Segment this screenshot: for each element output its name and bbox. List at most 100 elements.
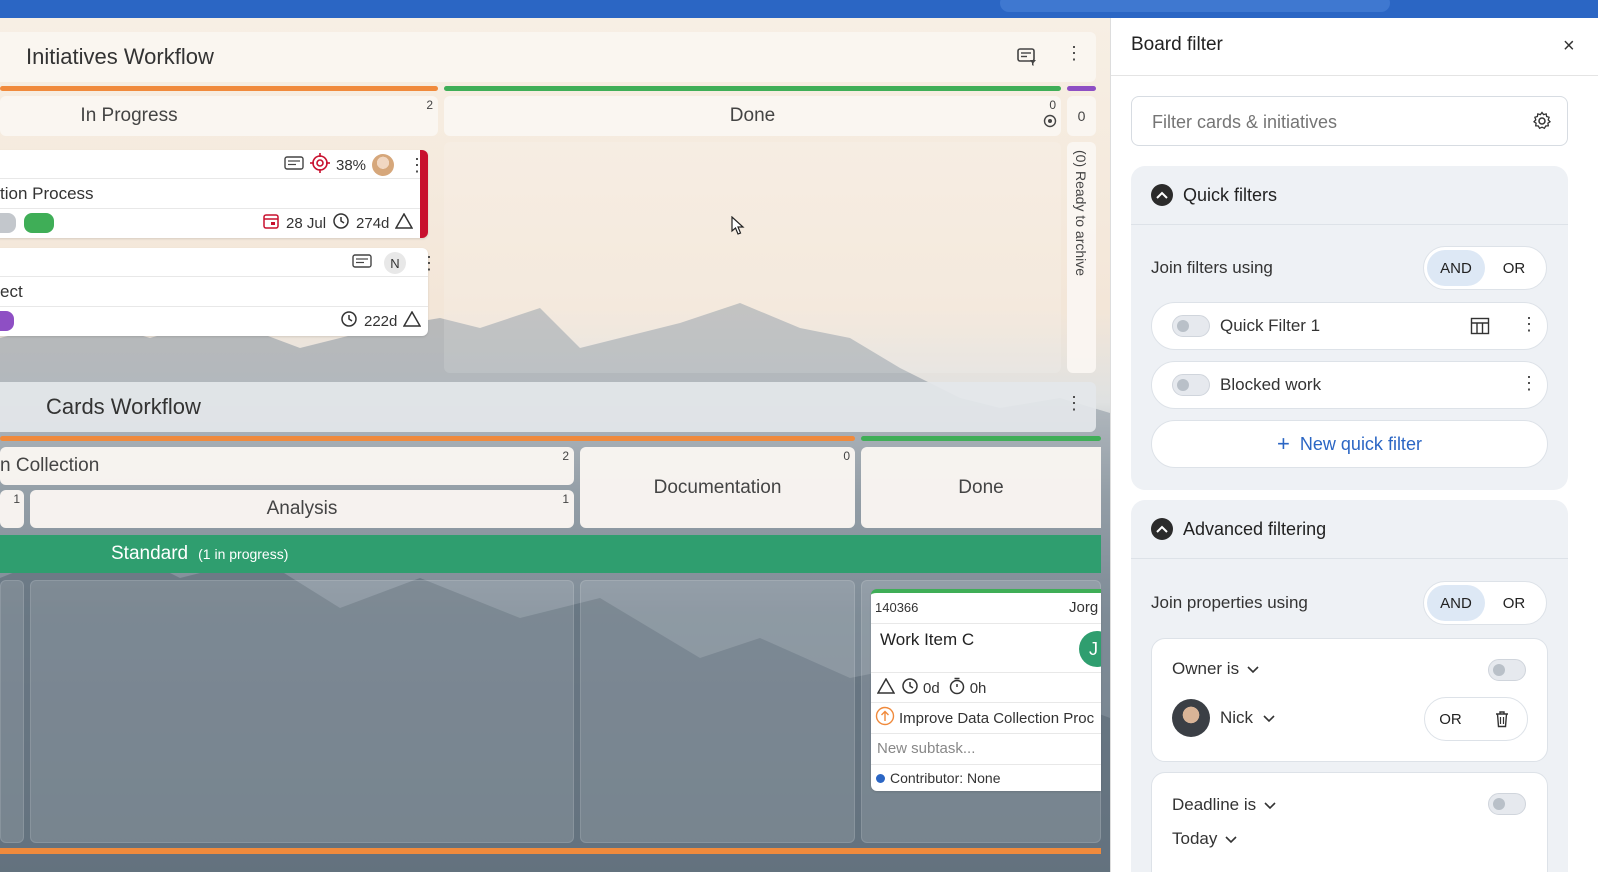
join-properties-toggle[interactable]: AND OR: [1423, 581, 1547, 625]
initiative-card[interactable]: 38% ⋮ tion Process 28 Jul 274d: [0, 150, 428, 238]
archive-label: (0) Ready to archive: [1073, 150, 1089, 277]
quick-filter-item[interactable]: Quick Filter 1 ⋮: [1151, 302, 1548, 350]
deadline-value-select[interactable]: Today: [1172, 829, 1237, 849]
column-count: 1: [562, 492, 569, 506]
owner-value-select[interactable]: Nick: [1172, 699, 1275, 737]
panel-title: Board filter: [1131, 34, 1223, 55]
quick-filter-name: Blocked work: [1220, 375, 1322, 394]
card-title: Work Item C: [880, 630, 975, 649]
new-subtask-input[interactable]: New subtask...: [877, 740, 976, 757]
filter-toggle-icon[interactable]: [1016, 46, 1038, 73]
card-age: 274d: [356, 214, 390, 232]
avatar[interactable]: [372, 154, 395, 176]
board-filter-panel: Board filter × Quick filters Join filter…: [1110, 18, 1598, 872]
subcolumn-first[interactable]: 1: [0, 490, 24, 528]
subcolumn-analysis[interactable]: Analysis 1: [30, 490, 574, 528]
table-view-icon[interactable]: [1470, 316, 1490, 341]
card-title: ect: [0, 282, 23, 301]
card-title: tion Process: [0, 184, 94, 203]
chevron-down-icon: [1263, 708, 1275, 728]
progress-value: 38%: [336, 156, 367, 174]
owner-filter-box: Owner is Nick OR: [1151, 638, 1548, 762]
deadline-filter-toggle[interactable]: [1488, 793, 1526, 815]
deadline-property-select[interactable]: Deadline is: [1172, 795, 1276, 815]
owner-value: Nick: [1220, 708, 1254, 727]
quick-filters-header[interactable]: Quick filters: [1151, 184, 1277, 206]
archive-icon[interactable]: [1043, 112, 1057, 134]
column-in-progress[interactable]: In Progress 2: [0, 96, 438, 136]
advanced-filtering-section: Advanced filtering Join properties using…: [1131, 500, 1568, 872]
column-done[interactable]: Done: [861, 447, 1101, 528]
avatar[interactable]: N: [384, 252, 406, 274]
settings-gear-icon[interactable]: [1532, 111, 1552, 136]
collection-stripe: [0, 436, 855, 441]
close-icon[interactable]: ×: [1563, 35, 1575, 57]
quick-filter-menu-icon[interactable]: ⋮: [1520, 373, 1538, 393]
clock-icon: [901, 677, 919, 699]
column-title: 0: [1077, 108, 1086, 124]
and-option[interactable]: AND: [1427, 585, 1485, 621]
card-menu-icon[interactable]: ⋮: [408, 155, 427, 175]
chevron-up-icon[interactable]: [1151, 184, 1173, 206]
join-properties-label: Join properties using: [1151, 593, 1308, 612]
mountain-background: [0, 303, 1110, 872]
mouse-cursor-icon: [731, 216, 745, 235]
bottom-stripe: [0, 848, 1101, 854]
parent-initiative[interactable]: Improve Data Collection Proc: [899, 709, 1095, 727]
column-archive[interactable]: 0: [1067, 96, 1096, 136]
column-count: 2: [562, 449, 569, 463]
lane-cell: [580, 580, 855, 843]
column-documentation[interactable]: Documentation 0: [580, 447, 855, 528]
new-quick-filter-button[interactable]: + New quick filter: [1151, 420, 1548, 468]
owner-property-select[interactable]: Owner is: [1172, 659, 1259, 679]
cards-workflow-title: Cards Workflow: [46, 394, 201, 419]
initiatives-menu-icon[interactable]: ⋮: [1065, 43, 1083, 63]
or-option[interactable]: OR: [1502, 259, 1526, 277]
filter-search-input[interactable]: [1152, 109, 1512, 135]
avatar[interactable]: J: [1079, 631, 1101, 667]
swimlane-standard[interactable]: Standard (1 in progress): [0, 535, 1101, 573]
and-option[interactable]: AND: [1427, 250, 1485, 286]
quick-filters-title: Quick filters: [1183, 184, 1278, 205]
contributor-label: Contributor: None: [890, 770, 1001, 786]
quick-filter-item[interactable]: Blocked work ⋮: [1151, 361, 1548, 409]
card-age: 222d: [364, 312, 398, 330]
archive-lane[interactable]: (0) Ready to archive: [1067, 142, 1096, 373]
cards-workflow-menu-icon[interactable]: ⋮: [1065, 393, 1083, 413]
card-menu-icon[interactable]: ⋮: [420, 253, 438, 273]
owner-filter-toggle[interactable]: [1488, 659, 1526, 681]
clock-icon: [340, 310, 358, 332]
target-icon: [310, 153, 330, 177]
initiative-card[interactable]: N ⋮ ect 222d: [0, 248, 438, 336]
in-progress-stripe: [0, 86, 438, 91]
archive-stripe: [1067, 86, 1096, 91]
quick-filter-toggle[interactable]: [1172, 315, 1210, 337]
advanced-filtering-header[interactable]: Advanced filtering: [1151, 518, 1326, 540]
deadline-label: Deadline is: [1172, 795, 1257, 814]
description-icon[interactable]: [352, 253, 372, 273]
owner-or-button[interactable]: OR: [1439, 710, 1462, 728]
warning-icon: [403, 310, 422, 331]
column-count: 2: [426, 98, 433, 112]
calendar-icon: [262, 212, 280, 234]
swimlane-note: (1 in progress): [198, 546, 289, 562]
join-filters-toggle[interactable]: AND OR: [1423, 246, 1547, 290]
column-collection[interactable]: n Collection 2: [0, 447, 574, 485]
due-date: 28 Jul: [286, 214, 327, 232]
plus-icon: +: [1277, 431, 1290, 456]
join-filters-label: Join filters using: [1151, 258, 1273, 277]
quick-filter-toggle[interactable]: [1172, 374, 1210, 396]
chevron-up-icon[interactable]: [1151, 518, 1173, 540]
work-item-card[interactable]: 140366 Jorg Work Item C J 0d 0h Improve …: [871, 589, 1101, 791]
or-option[interactable]: OR: [1502, 594, 1526, 612]
quick-filter-menu-icon[interactable]: ⋮: [1520, 314, 1538, 334]
owner-value-actions: OR: [1424, 697, 1528, 741]
trash-icon[interactable]: [1476, 710, 1527, 728]
lane-cell: [30, 580, 574, 843]
column-done[interactable]: Done 0: [444, 96, 1061, 136]
chevron-down-icon: [1247, 659, 1259, 679]
global-search[interactable]: [1000, 0, 1390, 12]
done-lane: [444, 142, 1061, 373]
filter-search-field[interactable]: [1131, 96, 1568, 146]
description-icon[interactable]: [284, 155, 304, 175]
